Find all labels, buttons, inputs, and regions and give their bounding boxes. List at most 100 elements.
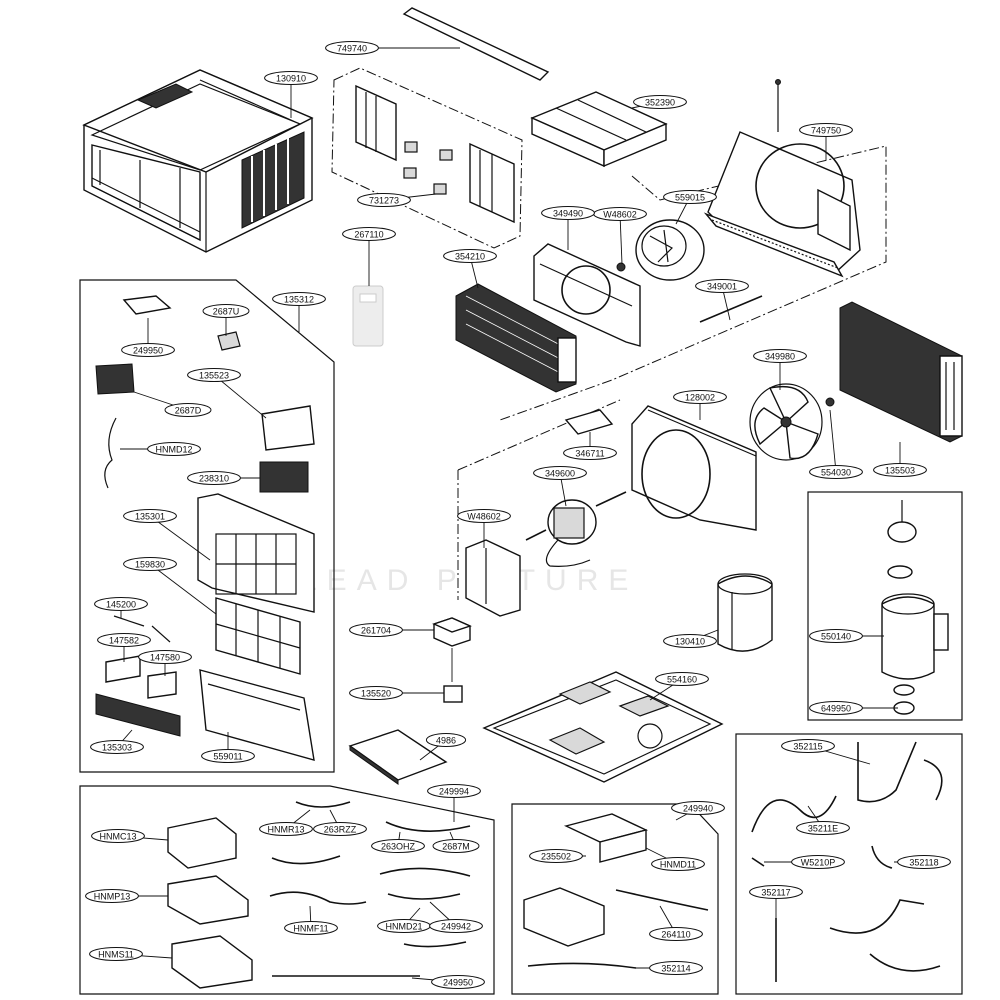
base-pan-illustration [482, 671, 724, 783]
part-tag-outline [781, 739, 835, 753]
part-tag-outline [349, 686, 403, 700]
part-number-label: 135523 [199, 371, 229, 381]
part-number-label: HNMC13 [99, 832, 136, 842]
part-callout: 349600 [533, 466, 587, 507]
axial-fan-illustration [749, 383, 823, 461]
part-callout: 249950 [121, 318, 175, 357]
leader-line [213, 374, 267, 419]
part-callout: HNMR13 [259, 809, 313, 836]
part-tag-outline [147, 442, 201, 456]
part-number-label: 135312 [284, 295, 314, 305]
part-number-label: 352117 [761, 888, 790, 898]
part-number-label: 249950 [133, 346, 163, 356]
part-callout: 261704 [349, 623, 434, 637]
filter-housing-illustration [530, 91, 668, 168]
part-number-label: 550140 [821, 632, 851, 642]
nut-illustration [825, 397, 835, 407]
part-number-label: 238310 [199, 474, 229, 484]
part-number-label: 128002 [685, 393, 715, 403]
part-number-label: 130410 [675, 637, 705, 647]
part-number-label: 352114 [661, 964, 690, 974]
part-tag-outline [749, 885, 803, 899]
part-callout: 249994 [427, 784, 481, 822]
part-tag-outline [457, 509, 511, 523]
part-number-label: 35211E [808, 824, 838, 834]
part-callout: 238310 [187, 471, 260, 485]
part-tag-outline [663, 190, 717, 204]
top-rail-illustration [402, 7, 550, 81]
cover-group-box [511, 803, 719, 995]
part-tag-outline [371, 839, 425, 853]
part-number-label: 349490 [553, 209, 583, 219]
part-tag-outline [695, 279, 749, 293]
part-tag-outline [91, 829, 145, 843]
part-callout: 649950 [809, 701, 898, 715]
part-tag-outline [202, 304, 250, 318]
shaft-illustration [699, 295, 763, 323]
part-number-label: 346711 [575, 449, 604, 459]
evaporator-coil-illustration [455, 283, 577, 393]
part-number-label: W48602 [467, 512, 501, 522]
part-callout: 130410 [663, 629, 719, 648]
capacitor-illustration [432, 617, 472, 647]
insulation-wrap-illustration [717, 573, 773, 652]
motor-bracket-illustration [465, 539, 521, 617]
part-callout: 2687U [202, 304, 250, 336]
control-group-box [79, 279, 335, 773]
part-callout: 554160 [649, 672, 709, 701]
part-number-label: 554030 [821, 468, 851, 478]
part-tag-outline [259, 822, 313, 836]
part-number-label: HNMP13 [94, 892, 131, 902]
shroud-illustration [533, 243, 641, 347]
part-tag-outline [796, 821, 850, 835]
part-callout: 749750 [799, 123, 853, 160]
part-tag-outline [799, 123, 853, 137]
part-tag-outline [121, 343, 175, 357]
wiring-parts-illustration [167, 801, 471, 989]
part-number-label: HNMD12 [155, 445, 192, 455]
part-callout: 263RZZ [313, 809, 367, 836]
part-tag-outline [791, 855, 845, 869]
part-callout: 346711 [563, 432, 617, 460]
part-callout: 135312 [272, 292, 326, 332]
part-number-label: 649950 [821, 704, 851, 714]
orifice-base-illustration [703, 79, 861, 278]
part-number-label: 352118 [909, 858, 938, 868]
part-tag-outline [809, 629, 863, 643]
part-number-label: 249950 [443, 978, 473, 988]
part-callout: 135523 [187, 368, 267, 419]
part-number-label: 749740 [337, 44, 367, 54]
part-tag-outline [425, 733, 467, 747]
part-tag-outline [651, 857, 705, 871]
leader-line [829, 409, 837, 473]
part-callout: 559011 [201, 732, 255, 763]
part-number-label: 135503 [885, 466, 915, 476]
part-tag-outline [809, 701, 863, 715]
part-tag-outline [663, 634, 717, 648]
part-callout: 349001 [695, 279, 749, 321]
part-tag-outline [90, 740, 144, 754]
part-callout: HNMD21 [377, 907, 431, 933]
part-number-label: HNMR13 [267, 825, 304, 835]
part-number-label: 749750 [811, 126, 841, 136]
part-number-label: 559015 [675, 193, 705, 203]
watermark-text: LEAD PICTURE [300, 564, 638, 597]
part-tag-outline [123, 509, 177, 523]
part-number-label: 267110 [354, 230, 383, 240]
part-tag-outline [649, 961, 703, 975]
compressor-illustration [881, 500, 949, 715]
remote-illustration [352, 285, 384, 347]
part-number-label: 159830 [135, 560, 165, 570]
part-tag-outline [529, 849, 583, 863]
part-callout: 352117 [749, 885, 803, 918]
part-tag-outline [164, 403, 212, 417]
part-number-label: 264110 [661, 930, 690, 940]
part-callout: W5210P [764, 855, 845, 869]
part-number-label: HNMF11 [293, 924, 328, 934]
part-callout: W48602 [457, 509, 511, 548]
part-number-label: 135301 [135, 512, 165, 522]
part-callout: 130910 [264, 71, 318, 118]
part-number-label: 249994 [439, 787, 469, 797]
part-callout: 135520 [349, 686, 444, 700]
